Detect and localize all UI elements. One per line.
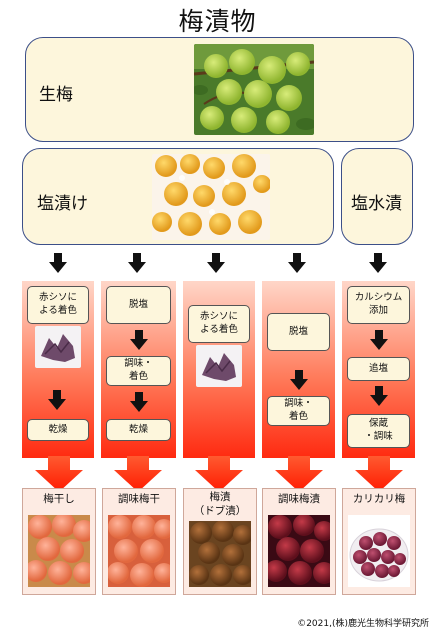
- down-arrow-icon: [128, 253, 146, 273]
- down-arrow-icon: [48, 390, 66, 410]
- down-arrow-icon: [288, 253, 306, 273]
- down-arrow-icon: [290, 370, 308, 390]
- down-arrow-icon: [130, 392, 148, 412]
- shiso-photo: [196, 345, 242, 387]
- raw-plum-box: 生梅: [25, 37, 414, 142]
- raw-plum-photo: [194, 44, 314, 135]
- karikari-ume-photo: [348, 515, 410, 587]
- step-seasoning-coloring: 調味・ 着色: [267, 396, 330, 426]
- brine-plum-label: 塩水漬: [351, 194, 402, 214]
- product-label: 梅漬 （ドブ漬）: [193, 491, 247, 517]
- step-storage-seasoning: 保蔵 ・調味: [347, 414, 410, 448]
- salted-plum-box: 塩漬け: [22, 148, 334, 245]
- down-arrow-icon: [369, 253, 387, 273]
- product-card-karikari-ume: カリカリ梅: [342, 488, 416, 595]
- shiso-photo: [35, 326, 81, 368]
- product-card-seasoned-umezuke: 調味梅漬: [262, 488, 336, 595]
- salted-plum-photo: [152, 154, 270, 240]
- product-label: カリカリ梅: [352, 493, 406, 505]
- process-column-seasoned-umezuke: [262, 281, 335, 458]
- down-arrow-icon: [207, 253, 225, 273]
- page-title: 梅漬物: [178, 7, 257, 36]
- raw-plum-label: 生梅: [39, 85, 73, 105]
- step-additional-salting: 追塩: [347, 357, 410, 381]
- seasoned-umezuke-photo: [268, 515, 330, 587]
- product-card-umezuke: 梅漬 （ドブ漬）: [183, 488, 257, 595]
- seasoned-umeboshi-photo: [108, 515, 170, 587]
- down-arrow-icon: [130, 330, 148, 350]
- product-label: 調味梅干: [118, 493, 160, 505]
- large-down-arrow-icon: [35, 456, 83, 492]
- large-down-arrow-icon: [275, 456, 323, 492]
- step-drying: 乾燥: [27, 419, 89, 441]
- step-seasoning-coloring: 調味・ 着色: [106, 356, 171, 386]
- brine-plum-box: 塩水漬: [341, 148, 413, 245]
- salted-plum-label: 塩漬け: [37, 194, 88, 214]
- step-shiso-coloring: 赤シソに よる着色: [27, 286, 89, 324]
- large-down-arrow-icon: [114, 456, 162, 492]
- product-label: 調味梅漬: [278, 493, 320, 505]
- step-desalting: 脱塩: [267, 313, 330, 351]
- product-card-seasoned-umeboshi: 調味梅干: [102, 488, 176, 595]
- down-arrow-icon: [49, 253, 67, 273]
- product-card-umeboshi: 梅干し: [22, 488, 96, 595]
- down-arrow-icon: [370, 330, 388, 350]
- umeboshi-photo: [28, 515, 90, 587]
- step-drying: 乾燥: [106, 419, 171, 441]
- product-label: 梅干し: [43, 493, 75, 505]
- step-desalting: 脱塩: [106, 286, 171, 324]
- down-arrow-icon: [370, 386, 388, 406]
- copyright-text: ©2021,(株)鹿光生物科学研究所: [297, 619, 429, 629]
- step-calcium-addition: カルシウム 添加: [347, 286, 410, 324]
- large-down-arrow-icon: [355, 456, 403, 492]
- step-shiso-coloring: 赤シソに よる着色: [188, 305, 250, 343]
- large-down-arrow-icon: [195, 456, 243, 492]
- umezuke-photo: [189, 521, 251, 587]
